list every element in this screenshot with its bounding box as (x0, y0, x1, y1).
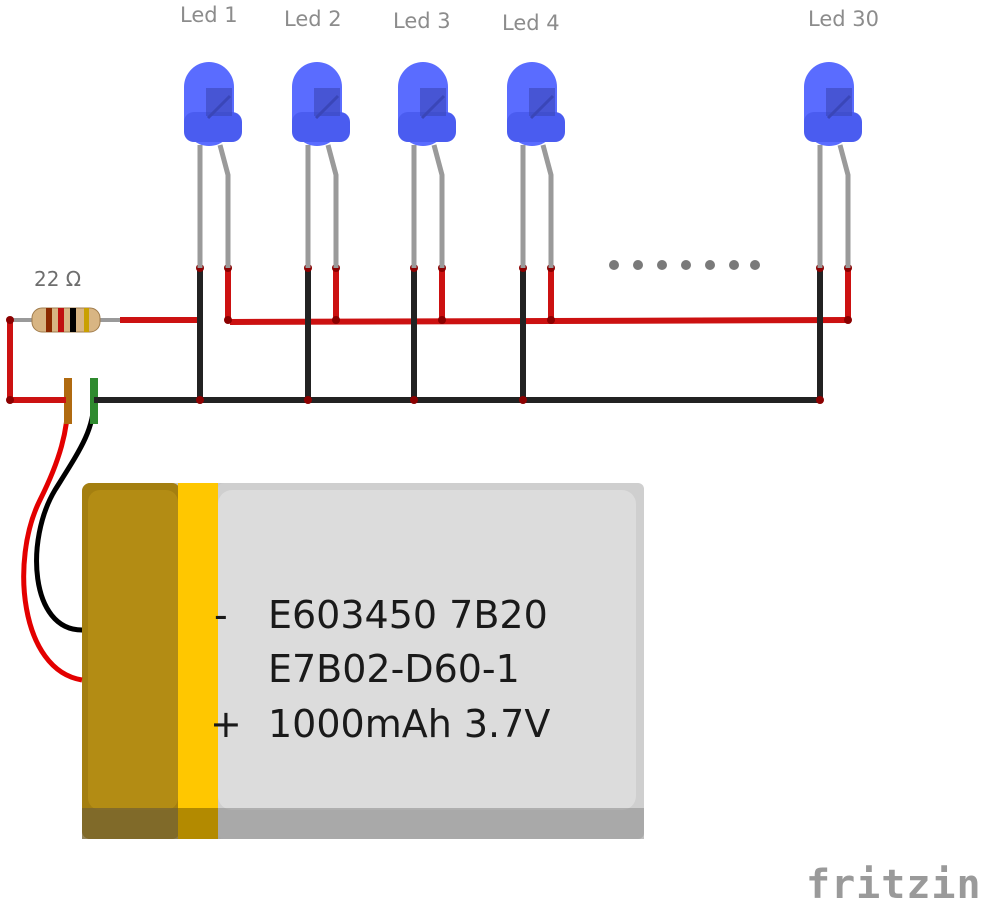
battery-black-lead[interactable] (34, 399, 97, 633)
red-lead-connector (64, 378, 72, 424)
positive-bus-wire[interactable] (7, 268, 851, 403)
junction-dots (6, 264, 852, 404)
resistor[interactable]: 22 Ω (10, 267, 120, 333)
led-4[interactable]: Led 4 (502, 11, 565, 268)
led-label-3: Led 3 (393, 9, 451, 33)
fritzing-logo: fritzing (806, 862, 981, 908)
battery-label-line-1: E603450 7B20 (268, 593, 548, 637)
led-3[interactable]: Led 3 (393, 9, 456, 268)
led-30[interactable]: Led 30 (804, 7, 879, 268)
led-label-4: Led 4 (502, 11, 560, 35)
resistor-label: 22 Ω (34, 267, 81, 291)
battery-label-line-2: E7B02-D60-1 (268, 647, 520, 691)
led-2[interactable]: Led 2 (284, 7, 350, 268)
led-label-1: Led 1 (180, 3, 238, 27)
led-1[interactable]: Led 1 (180, 3, 242, 268)
led-label-30: Led 30 (808, 7, 879, 31)
battery-label-line-3: 1000mAh 3.7V (268, 702, 550, 746)
battery-minus-symbol: - (214, 593, 228, 637)
led-label-2: Led 2 (284, 7, 342, 31)
negative-bus-wire[interactable] (94, 268, 823, 403)
battery-red-lead[interactable] (21, 399, 83, 683)
battery[interactable]: - + E603450 7B20 E7B02-D60-1 1000mAh 3.7… (82, 483, 644, 839)
battery-plus-symbol: + (210, 702, 242, 746)
ellipsis-dots (609, 260, 760, 270)
